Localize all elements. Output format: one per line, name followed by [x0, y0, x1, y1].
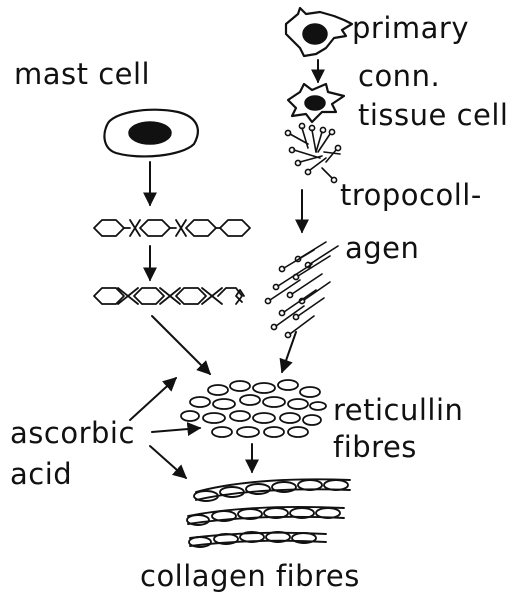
arrow-ascorbic-to-lower: [150, 446, 186, 478]
arrow-ascorbic-to-upper: [130, 378, 176, 420]
mast-chain-hexagons: [94, 220, 250, 236]
primary-cell-shape: [286, 8, 352, 56]
arrow-ascorbic-to-middle: [152, 428, 200, 432]
conn-tissue-cell-shape: [288, 84, 344, 122]
mast-cell-shape: [104, 110, 197, 157]
tropocollagen-cluster-top: [285, 123, 340, 182]
reticullin-fibres-cluster: [181, 380, 326, 437]
mast-chain-linked: [94, 288, 244, 304]
tropocollagen-cluster-aligned: [265, 242, 338, 338]
arrow-chain-to-reticullin: [152, 316, 210, 374]
collagen-fibres-bundle: [187, 479, 350, 547]
